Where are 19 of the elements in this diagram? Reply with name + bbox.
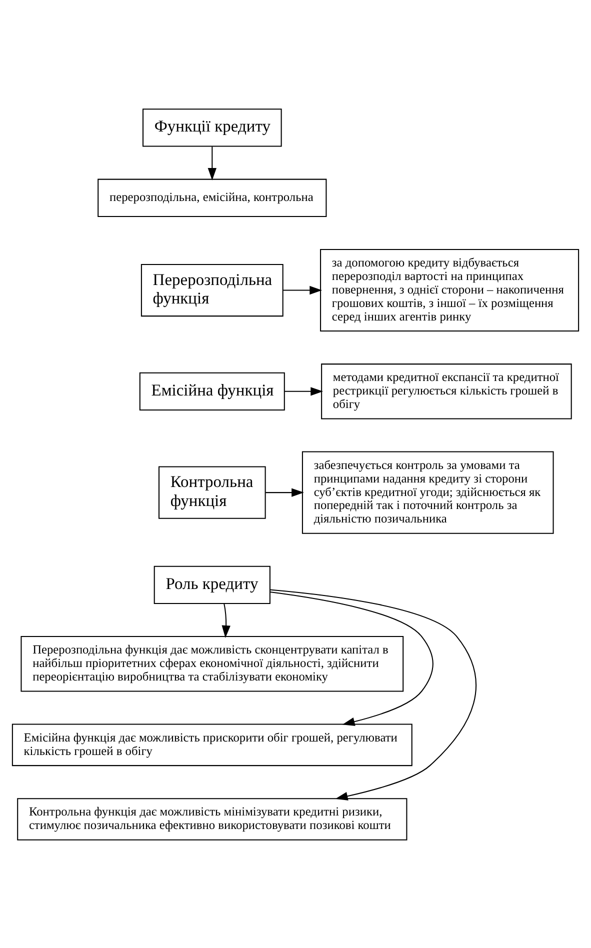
arrow [208,146,216,180]
node-box: Перерозподільна функція [140,263,284,316]
arrow [270,590,434,726]
node-box: Роль кредиту [154,565,270,604]
node-box: Перерозподільна функція дає можливість сконцентрувати капітал в найбільш пріоритетних сферах економічної діяльності, здійснити переорієнтацію виробництва та стабілізувати економіку [20,636,404,692]
node-box: за допомогою кредиту відбувається перерозподіл вартості на принципах повернення, з однієї сторони – накопичення грошових коштів, з іншої – їх розміщення серед інших агентів ринку [320,248,580,332]
node-box: методами кредитної експансії та кредитної рестрикції регулюється кількість грошей в обігу [321,363,572,419]
arrow [270,588,476,800]
node-box: забезпечується контроль за умовами та принципами надання кредиту зі сторони суб’єктів кредитної угоди; здійснюється як попередній так і поточний контроль за діяльністю позичальника [302,450,554,534]
arrow [283,285,322,294]
node-box: Емісійна функція [139,372,285,410]
arrow [222,603,230,638]
node-box: Емісійна функція дає можливість прискорити обіг грошей, регулювати кількість грошей в обігу [12,723,412,766]
arrow [284,386,324,396]
node-box: Функції кредиту [142,108,282,146]
node-box: перерозподільна, емісійна, контрольна [98,178,327,216]
node-box: Контрольна функція дає можливість мінімізувати кредитні ризики, стимулює позичальника ефективно використовувати позикові кошти [17,798,408,840]
node-box: Контрольна функція [158,466,266,518]
arrow [266,488,304,496]
